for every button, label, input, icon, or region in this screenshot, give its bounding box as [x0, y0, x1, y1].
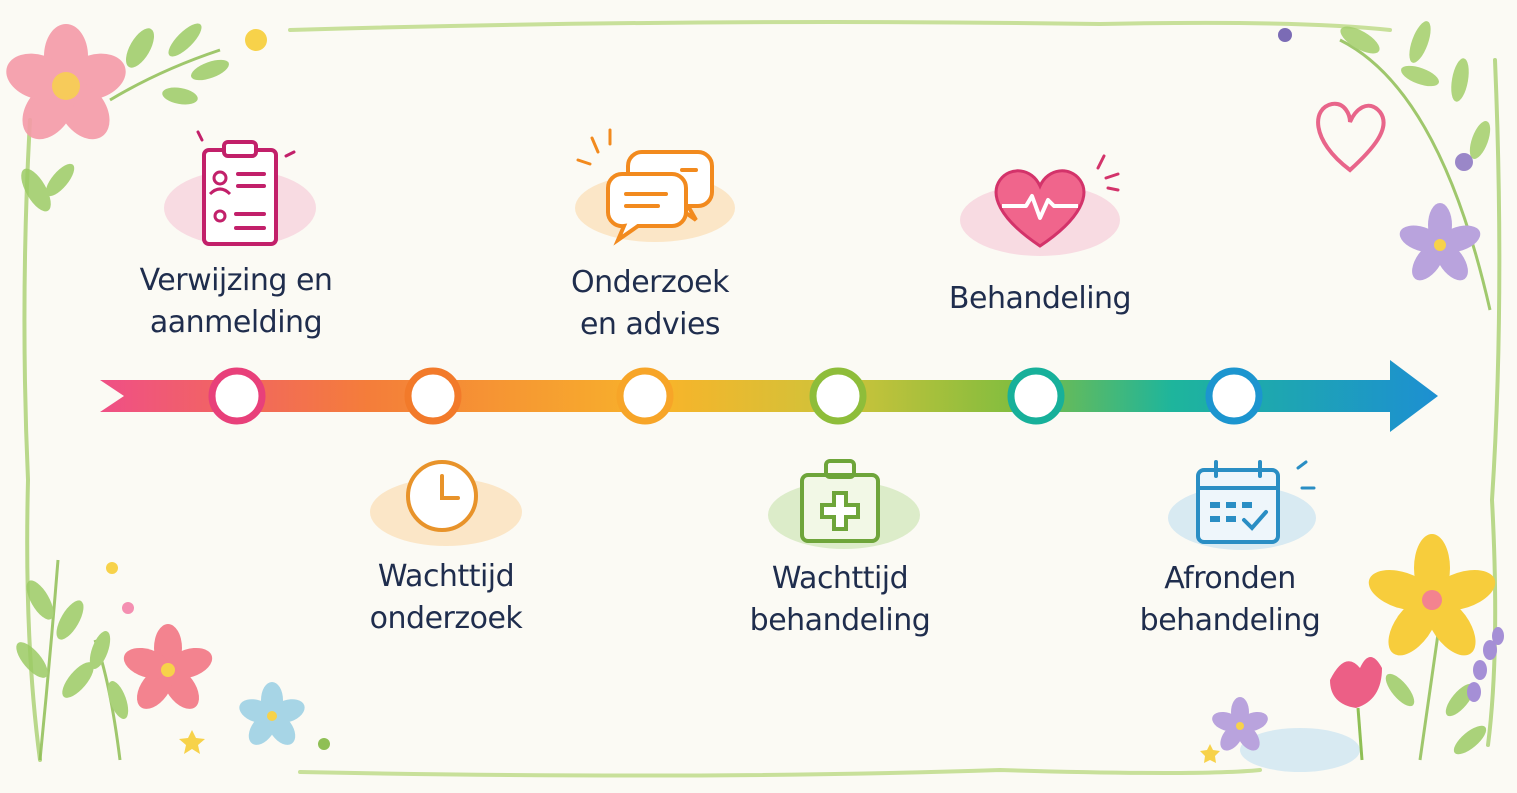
yellow-flower-icon	[1368, 534, 1496, 656]
green-dot-icon	[318, 738, 330, 750]
milestone-marker	[1007, 367, 1065, 425]
milestone-marker	[404, 367, 462, 425]
star-icon	[179, 730, 205, 754]
purple-dot-icon	[1278, 28, 1292, 42]
milestone-marker	[809, 367, 867, 425]
yellow-dot-icon	[106, 562, 118, 574]
pink-flower-icon	[123, 624, 213, 709]
clipboard-icon	[164, 130, 316, 246]
leaf-branch-icon	[1339, 21, 1492, 311]
clock-icon	[370, 460, 522, 546]
yellow-dot-icon	[245, 29, 267, 51]
milestone-marker	[616, 367, 674, 425]
milestone-marker	[208, 367, 266, 425]
timeline-arrow	[100, 360, 1438, 432]
blue-flower-icon	[239, 682, 305, 745]
star-icon	[1200, 744, 1220, 763]
purple-dot-icon	[1455, 153, 1473, 171]
leaf-sprig-icon	[21, 23, 229, 212]
heart-pulse-icon	[960, 154, 1120, 256]
calendar-check-icon	[1168, 460, 1316, 550]
purple-flower-icon	[1212, 697, 1268, 751]
chat-bubbles-icon	[575, 128, 735, 246]
purple-flower-icon	[1399, 203, 1481, 281]
tulip-icon	[1330, 657, 1382, 761]
milestone-marker	[1205, 367, 1263, 425]
heart-outline-icon	[1316, 101, 1386, 173]
lavender-sprig-icon	[1467, 627, 1504, 702]
medical-kit-icon	[768, 459, 920, 549]
pink-dot-icon	[122, 602, 134, 614]
leaf-stems-icon	[16, 559, 129, 761]
pink-flower-icon	[6, 24, 126, 140]
step-label-behandeling: Behandeling	[948, 281, 1132, 316]
leaf-stems-icon	[1385, 619, 1487, 761]
